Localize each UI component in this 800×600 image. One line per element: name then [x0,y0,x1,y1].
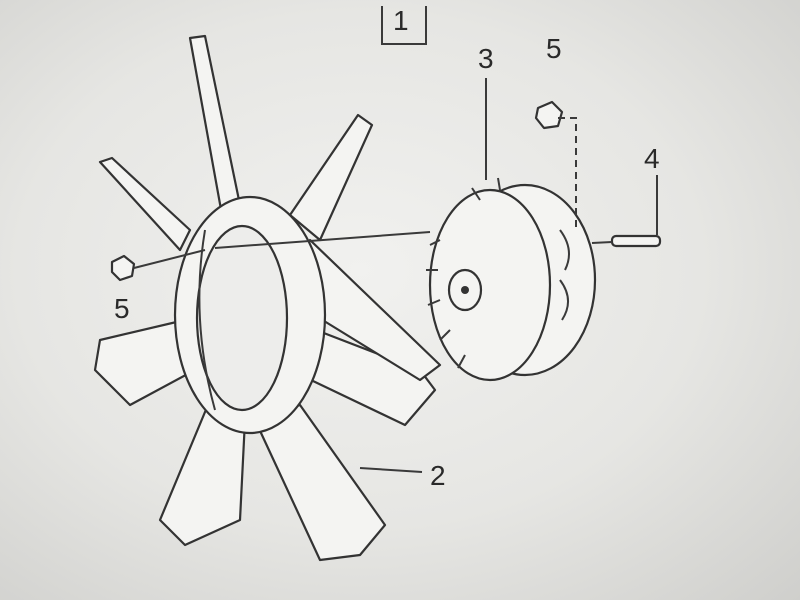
fan-clutch [426,177,597,382]
fan-ring [173,195,327,435]
nut-guide-line [558,117,577,228]
fan-blades [93,34,442,562]
reference-box [381,6,427,45]
callout-2: 2 [430,460,446,491]
leader-2 [359,467,423,473]
bolt [591,234,662,248]
callout-1: 1 [393,5,409,36]
callout-3: 3 [478,43,494,74]
nut-left [110,254,136,282]
callout-4: 4 [644,143,660,174]
nut-top [534,100,564,130]
axis-line [214,231,431,249]
nut-left-guide [133,249,206,269]
callout-5-left: 5 [114,293,130,324]
callout-5-top: 5 [546,33,562,64]
